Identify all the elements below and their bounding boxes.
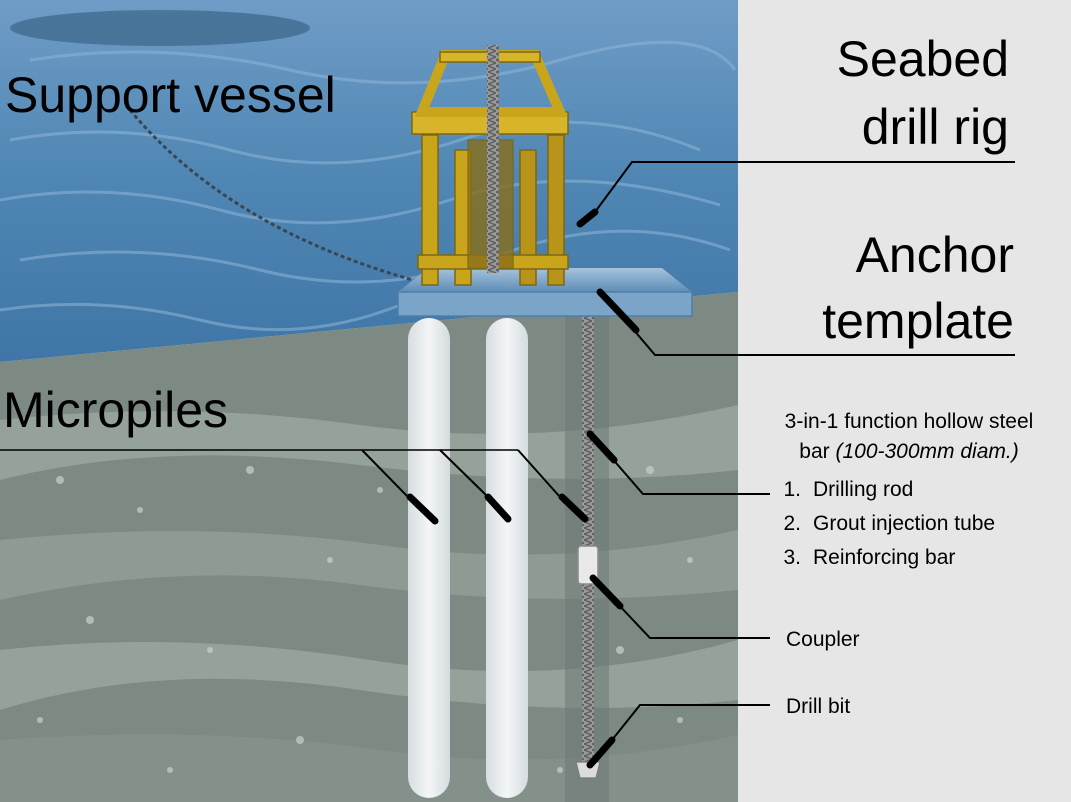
list-item: 1. Drilling rod [765,473,995,507]
label-drill-bit: Drill bit [786,695,851,718]
label-hollow-steel-bar-line1: 3-in-1 function hollow steel [784,410,1034,433]
leader-hollow-steel-bar [609,455,770,495]
label-panel [738,0,1071,802]
list-item-text: Reinforcing bar [813,546,956,569]
list-item-text: Drilling rod [813,478,914,501]
label-coupler: Coupler [786,628,860,651]
label-anchor-template-line2: template [822,293,1014,349]
water-ripples [0,40,737,332]
hollow-steel-bar [582,300,594,775]
label-seabed-drill-rig-line1: Seabed [836,31,1009,87]
leader-drill-bit [611,704,770,741]
list-item-number: 1. [783,478,801,501]
anchor-template-front [397,291,693,317]
label-bar-diameter: (100-300mm diam.) [835,440,1019,463]
vessel-shadow [10,10,310,46]
list-item-number: 2. [783,512,801,535]
list-item-text: Grout injection tube [813,512,996,535]
label-seabed-drill-rig-line2: drill rig [861,99,1009,155]
label-support-vessel: Support vessel [5,67,336,123]
leader-lines [0,161,1015,769]
micropile-2 [486,318,528,798]
label-micropiles: Micropiles [3,382,229,438]
rig-drill-screw [487,45,499,273]
list-item: 3. Reinforcing bar [765,541,995,575]
anchor-template-top [398,268,692,292]
list-item: 2. Grout injection tube [765,507,995,541]
bar-function-list: 1. Drilling rod 2. Grout injection tube 3.… [765,473,995,575]
leader-seabed-drill-rig [594,161,1015,213]
label-hollow-steel-bar: 3-in-1 function hollow steel (100-300mm … [752,407,1066,467]
label-hollow-steel-bar-line2: (100-300mm diam.)bar (100-300mm diam.) [752,437,1066,467]
label-anchor-template-line1: Anchor [855,227,1014,283]
leader-coupler [615,601,770,639]
label-bar-word: bar [799,440,836,463]
micropile-1 [408,318,450,798]
list-item-number: 3. [783,546,801,569]
sediment-layers [0,405,738,802]
sediment-pebbles [37,466,693,773]
